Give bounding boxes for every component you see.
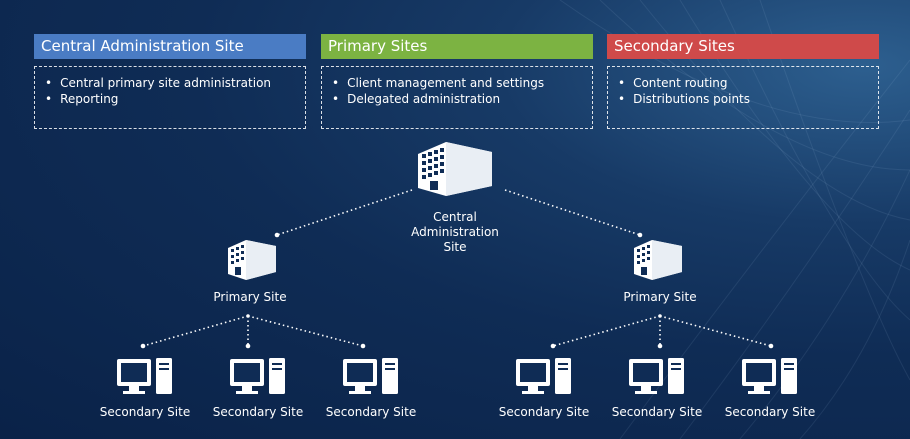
secondary-site-label: Secondary Site bbox=[724, 405, 816, 419]
secondary-site-label: Secondary Site bbox=[611, 405, 703, 419]
primary-site-label: Primary Site bbox=[213, 290, 287, 304]
label-line: Central bbox=[433, 210, 477, 224]
computer-icon bbox=[230, 358, 285, 394]
building-icon bbox=[634, 240, 682, 280]
secondary-site-label: Secondary Site bbox=[498, 405, 590, 419]
computer-icon bbox=[742, 358, 797, 394]
computer-icon bbox=[629, 358, 684, 394]
central-admin-header: Central Administration Site bbox=[34, 34, 306, 59]
secondary-sites-panel: Content routing Distributions points bbox=[607, 66, 879, 129]
secondary-site-label: Secondary Site bbox=[212, 405, 304, 419]
list-item: Client management and settings bbox=[332, 75, 582, 91]
list-item: Central primary site administration bbox=[45, 75, 295, 91]
central-site-label: Central Administration Site bbox=[405, 210, 505, 255]
secondary-site-label: Secondary Site bbox=[325, 405, 417, 419]
label-line: Administration bbox=[411, 225, 499, 239]
list-item: Reporting bbox=[45, 91, 295, 107]
secondary-sites-header: Secondary Sites bbox=[607, 34, 879, 59]
label-line: Site bbox=[443, 240, 467, 254]
primary-sites-panel: Client management and settings Delegated… bbox=[321, 66, 593, 129]
secondary-site-label: Secondary Site bbox=[99, 405, 191, 419]
list-item: Delegated administration bbox=[332, 91, 582, 107]
list-item: Distributions points bbox=[618, 91, 868, 107]
computer-icon bbox=[343, 358, 398, 394]
building-icon bbox=[228, 240, 276, 280]
central-admin-panel: Central primary site administration Repo… bbox=[34, 66, 306, 129]
primary-site-label: Primary Site bbox=[623, 290, 697, 304]
computer-icon bbox=[516, 358, 571, 394]
building-icon bbox=[418, 142, 492, 196]
list-item: Content routing bbox=[618, 75, 868, 91]
primary-sites-header: Primary Sites bbox=[321, 34, 593, 59]
computer-icon bbox=[117, 358, 172, 394]
